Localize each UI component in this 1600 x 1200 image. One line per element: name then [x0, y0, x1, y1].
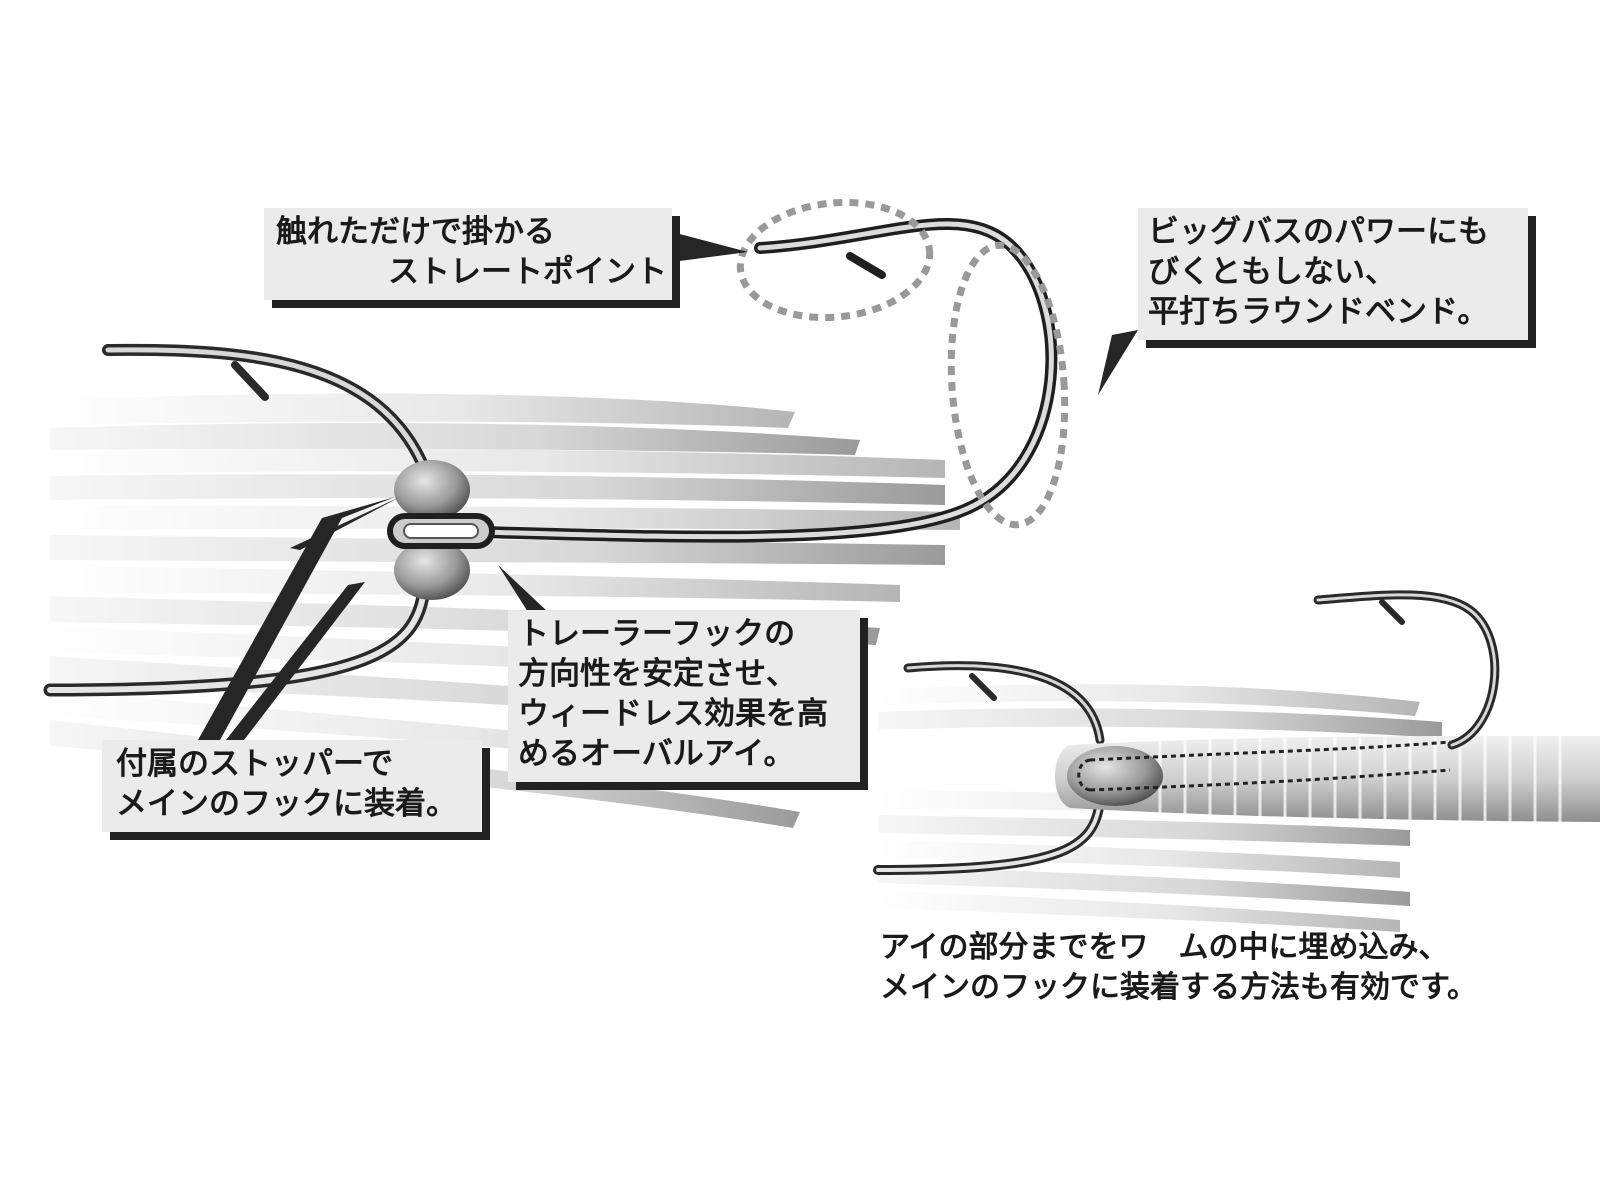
callout-line: びくともしない、: [1148, 254, 1396, 290]
callout-line: トレーラーフックの: [518, 616, 796, 652]
stopper-beads: [387, 460, 495, 600]
dotted-highlights: [736, 198, 1069, 529]
callout-line: 付属のストッパーで: [116, 746, 394, 782]
callout-stopper: 付属のストッパーで メインのフックに装着。: [102, 740, 482, 832]
caption-line: アイの部分までをワ ムの中に埋め込み、: [880, 930, 1449, 965]
callout-line: メインのフックに装着。: [116, 786, 457, 822]
secondary-main-hook: [873, 661, 1105, 875]
callout-line: 触れただけで掛かる: [276, 214, 555, 250]
callout-straight-point: 触れただけで掛かる ストレートポイント: [264, 208, 672, 300]
trailer-hook: [474, 217, 1058, 543]
callout-line: ビッグバスのパワーにも: [1148, 214, 1489, 250]
callout-pointers: [198, 232, 1138, 740]
callout-oval-eye: トレーラーフックの 方向性を安定させ、 ウィードレス効果を高 めるオーバルアイ。: [508, 610, 860, 782]
callout-line: 平打ちラウンドベンド。: [1148, 294, 1489, 330]
callout-round-bend: ビッグバスのパワーにも びくともしない、 平打ちラウンドベンド。: [1138, 208, 1528, 340]
callout-line: めるオーバルアイ。: [518, 736, 795, 772]
secondary-trailer-hook: [1313, 590, 1500, 750]
worm: [1055, 735, 1600, 822]
caption-embed-method: アイの部分までをワ ムの中に埋め込み、 メインのフックに装着する方法も有効です。: [880, 928, 1477, 1008]
main-hook: [43, 343, 432, 697]
caption-line: メインのフックに装着する方法も有効です。: [880, 970, 1477, 1005]
callout-line: ウィードレス効果を高: [518, 696, 828, 732]
callout-line: ストレートポイント: [388, 254, 667, 290]
callout-line: 方向性を安定させ、: [518, 656, 797, 692]
